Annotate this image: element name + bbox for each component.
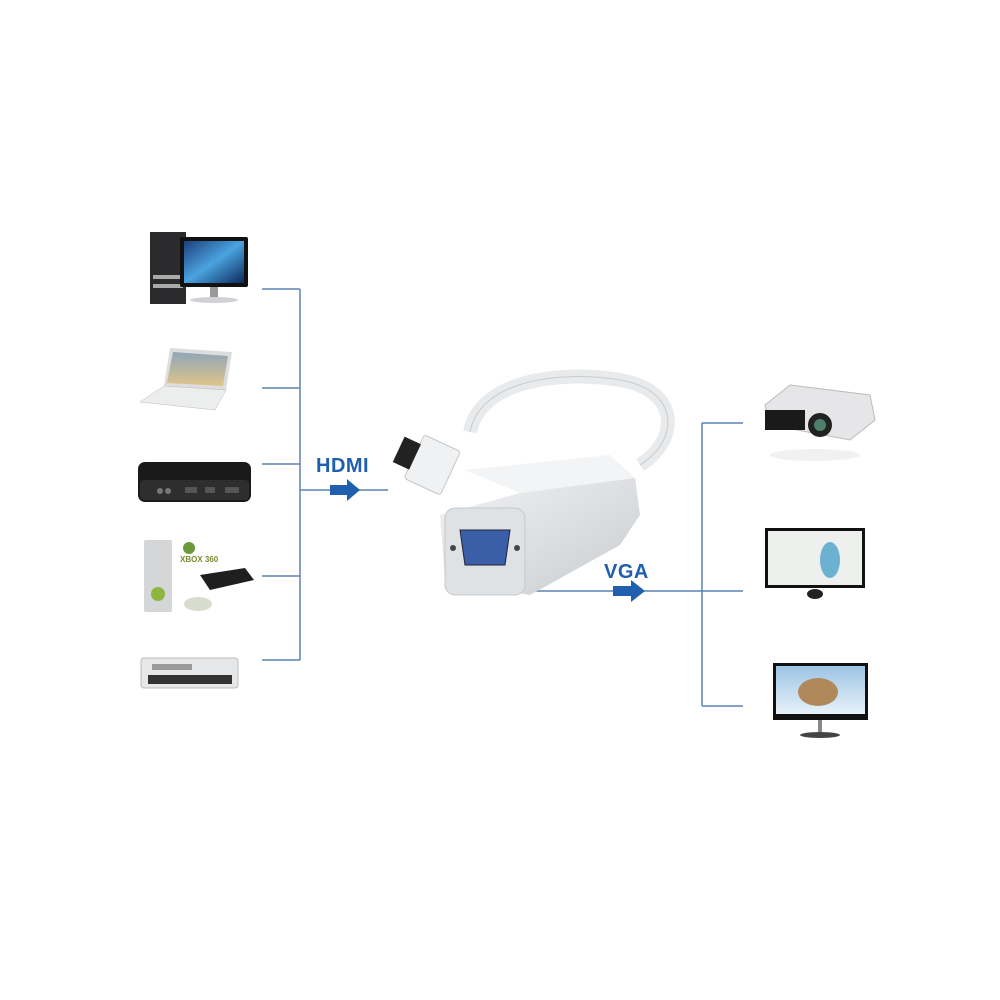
desktop-computer-icon [150,232,248,304]
xbox-360-logo: XBOX 360 [180,555,219,564]
apple-tv-icon [138,462,251,502]
laptop-icon [139,348,232,411]
vga-port [459,529,511,566]
hdmi-to-vga-adapter [392,369,675,596]
projector-icon [764,384,876,461]
mac-mini-icon [140,657,239,689]
monitor-icon [773,663,868,738]
monitor-icon [765,528,865,599]
game-consoles-icon [144,540,254,612]
vga-label: VGA [604,561,649,583]
hdmi-label: HDMI [316,455,370,477]
vga-arrow-icon [613,580,645,602]
hdmi-plug [392,435,461,495]
hdmi-arrow-icon [330,479,360,501]
